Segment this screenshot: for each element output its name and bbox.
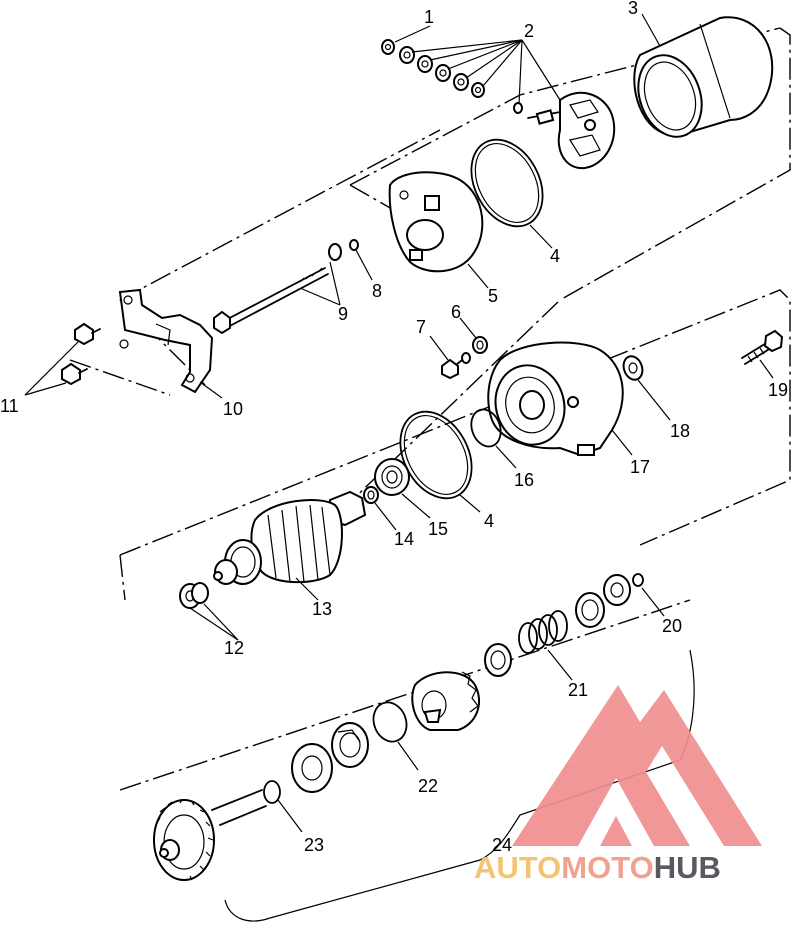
leader-16 <box>495 445 517 469</box>
through-bolt <box>213 243 342 335</box>
watermark: AUTOMOTOHUB <box>474 685 762 885</box>
leader-4-lower <box>459 494 481 513</box>
leader-4-upper <box>529 224 553 249</box>
washer-6 <box>472 336 488 354</box>
leader-9b <box>329 261 341 306</box>
leader-19 <box>759 359 774 379</box>
leader-9a <box>299 287 341 306</box>
callout-2: 2 <box>524 21 534 41</box>
leader-18 <box>637 379 671 421</box>
callout-4-lower: 4 <box>484 511 494 531</box>
callout-5: 5 <box>488 286 498 306</box>
o-ring-upper <box>470 138 544 228</box>
bolt-19 <box>741 329 784 365</box>
leader-23 <box>277 799 303 833</box>
group-bracket-24 <box>224 649 695 922</box>
watermark-text: AUTOMOTOHUB <box>474 850 721 885</box>
leader-10 <box>199 381 223 399</box>
bearing-15 <box>374 458 410 496</box>
leader-12b <box>203 603 239 641</box>
leader-8 <box>355 249 373 281</box>
brush-holder <box>527 91 616 170</box>
leader-5 <box>467 263 489 289</box>
callout-20: 20 <box>662 616 682 636</box>
spacer-ring <box>484 643 512 677</box>
washer-stack <box>381 39 523 114</box>
stopper-plate <box>331 722 369 768</box>
washer-8 <box>349 239 359 251</box>
leader-3 <box>641 13 661 47</box>
o-ring-22 <box>372 701 408 743</box>
snap-ring-20 <box>603 573 644 606</box>
callout-18: 18 <box>670 421 690 441</box>
bolt-7 <box>441 352 471 380</box>
leader-15 <box>401 493 431 519</box>
yoke-housing <box>633 16 774 138</box>
leader-14 <box>374 502 397 531</box>
callout-6: 6 <box>451 302 461 322</box>
callout-10: 10 <box>223 399 243 419</box>
callout-22: 22 <box>418 776 438 796</box>
leader-22 <box>397 741 419 771</box>
o-ring-16 <box>470 408 502 448</box>
armature <box>213 490 367 585</box>
pinion-shaft-gear <box>153 789 267 881</box>
callout-17: 17 <box>630 457 650 477</box>
washer-18 <box>622 355 644 381</box>
callout-3: 3 <box>628 0 638 18</box>
callout-13: 13 <box>312 599 332 619</box>
leader-12a <box>189 607 239 641</box>
thrust-washer <box>291 743 333 793</box>
leader-17 <box>611 429 633 456</box>
o-ring-lower <box>399 410 473 500</box>
collar <box>575 592 605 628</box>
callout-16: 16 <box>514 470 534 490</box>
callout-21: 21 <box>568 680 588 700</box>
leader-lines-1-2 <box>394 25 561 105</box>
rear-housing <box>487 341 624 457</box>
callout-14: 14 <box>394 529 414 549</box>
return-spring-21 <box>518 610 568 654</box>
callout-1: 1 <box>424 7 434 27</box>
callout-7: 7 <box>416 317 426 337</box>
pinion-clutch <box>411 671 480 731</box>
callout-labels: 1 2 3 4 5 6 7 8 9 10 11 12 13 14 15 16 1… <box>0 0 788 855</box>
callout-9: 9 <box>338 304 348 324</box>
callout-4-upper: 4 <box>550 246 560 266</box>
leader-11a <box>24 341 79 396</box>
callout-23: 23 <box>304 835 324 855</box>
leader-20 <box>641 587 665 617</box>
washer-14 <box>363 486 379 504</box>
callout-8: 8 <box>372 281 382 301</box>
mounting-bracket <box>118 288 214 394</box>
callout-24: 24 <box>492 835 512 855</box>
bolts-11 <box>61 322 101 386</box>
callout-12: 12 <box>224 638 244 658</box>
leader-7 <box>429 335 449 361</box>
leader-13 <box>295 577 319 601</box>
watermark-triangle-logo <box>512 685 762 846</box>
leader-21 <box>547 649 573 681</box>
callout-11: 11 <box>0 396 19 416</box>
front-cover <box>388 171 484 273</box>
callout-15: 15 <box>428 519 448 539</box>
callout-19: 19 <box>768 380 788 400</box>
leader-11b <box>24 382 67 396</box>
snap-ring-23 <box>263 780 281 804</box>
leader-6 <box>459 317 477 339</box>
